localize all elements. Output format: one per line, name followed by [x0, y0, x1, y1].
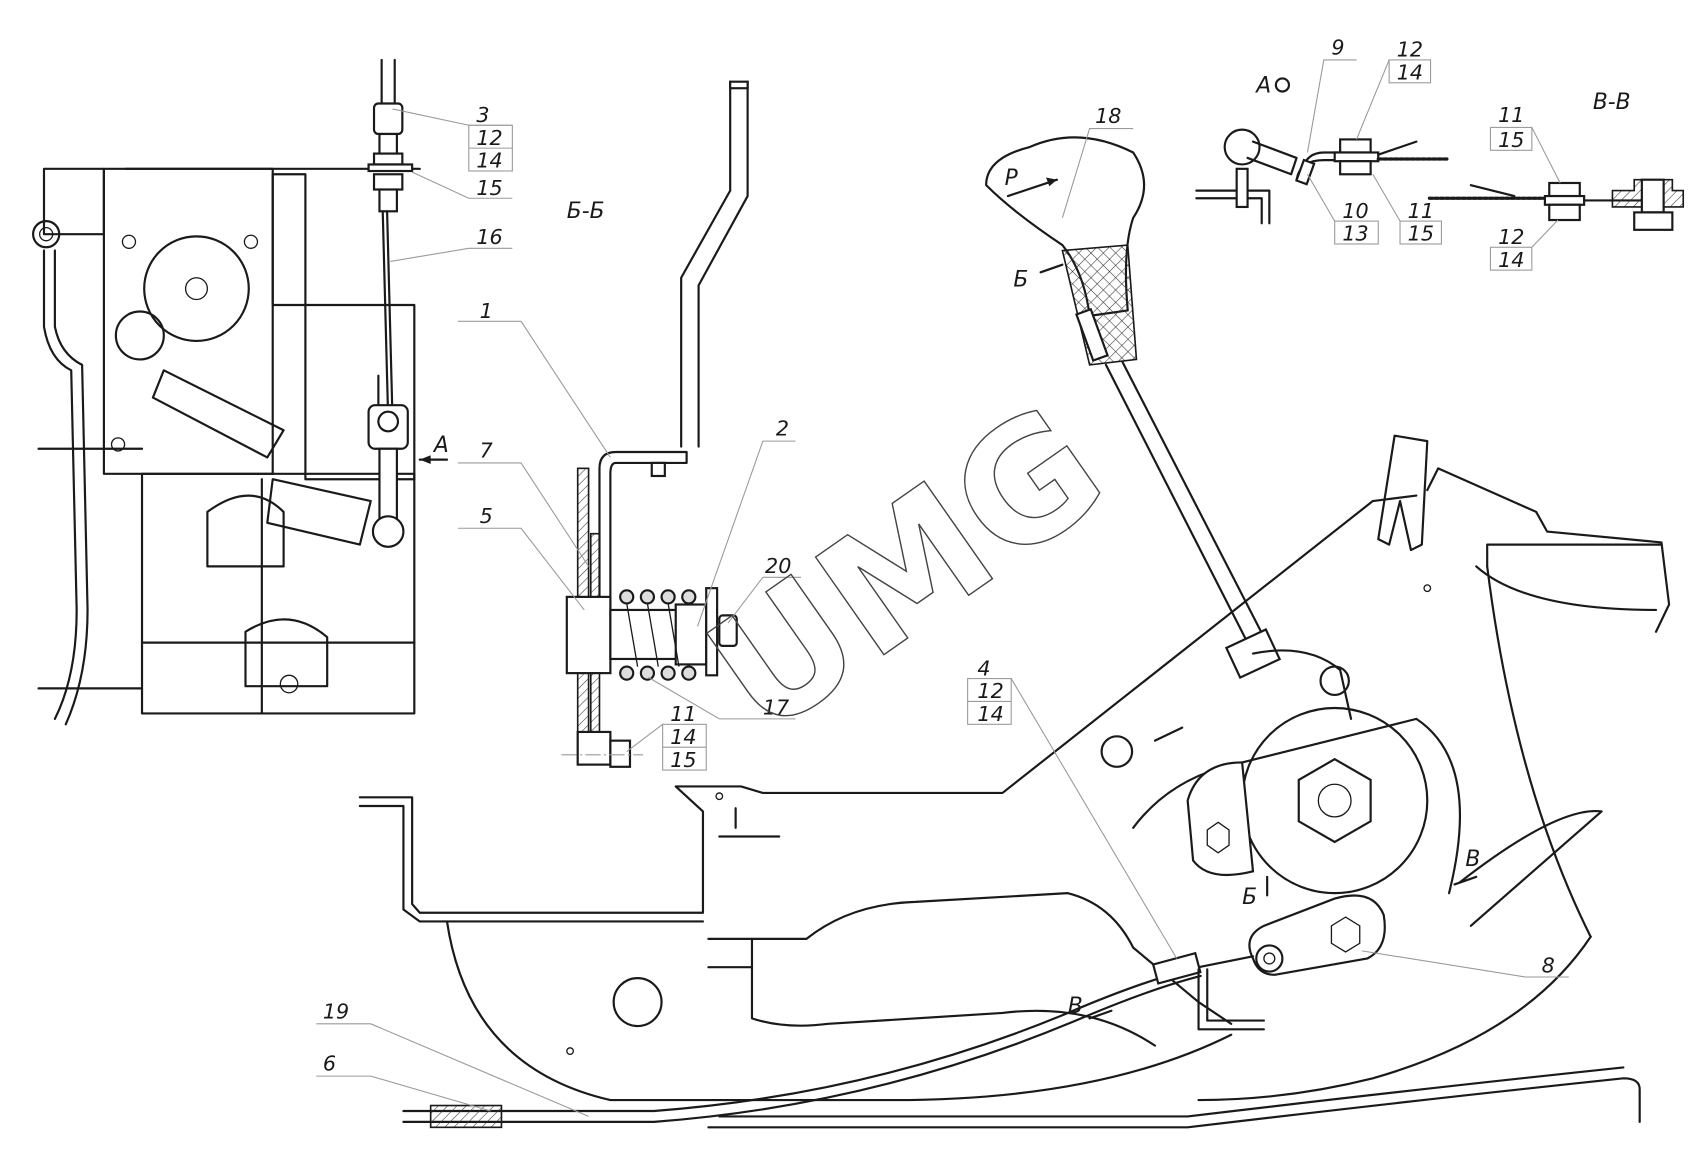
callout-label: 5 — [480, 504, 493, 528]
callout-20: 20 — [727, 554, 801, 624]
callout-label: 17 — [763, 696, 789, 720]
view-a-detail — [1195, 128, 1451, 225]
throttle-cable-top — [367, 58, 414, 548]
callout-1: 1 — [457, 299, 611, 458]
callout-label: 10 — [1342, 199, 1368, 223]
callout-11-14-15: 11 14 15 — [626, 702, 707, 772]
callout-label: 2 — [776, 417, 789, 441]
umg-watermark: UMG — [675, 368, 1138, 772]
callout-7: 7 — [457, 438, 590, 567]
callout-label: 12 — [1397, 38, 1423, 62]
callout-10-13: 10 13 — [1306, 173, 1379, 246]
carburetor-assembly — [32, 167, 421, 726]
callout-label: 6 — [323, 1052, 336, 1076]
callout-label: 15 — [1498, 128, 1524, 152]
spring-coils — [619, 589, 697, 681]
callout-label: 19 — [323, 999, 349, 1023]
callout-label: 14 — [1397, 61, 1423, 85]
callout-label: 1 — [480, 299, 493, 323]
callout-5: 5 — [457, 504, 585, 611]
callout-label: 11 — [1408, 199, 1434, 223]
cut-b-bottom-label: Б — [1242, 885, 1257, 910]
callout-label: 14 — [977, 702, 1003, 726]
callout-2: 2 — [696, 417, 796, 627]
callout-15-top: 15 — [411, 171, 513, 200]
callout-label: 3 — [476, 103, 489, 127]
callout-9: 9 — [1306, 35, 1357, 153]
callout-8: 8 — [1361, 950, 1569, 978]
callout-17: 17 — [648, 677, 796, 720]
callout-label: 13 — [1342, 222, 1368, 246]
section-b-b-title: Б-Б — [567, 199, 605, 224]
callout-label: 15 — [1408, 222, 1434, 246]
mounting-bracket — [358, 434, 1671, 1102]
callout-label: 15 — [670, 748, 696, 772]
cut-v-bottom-label: В — [1068, 994, 1083, 1019]
callout-label: 11 — [1498, 103, 1524, 127]
cut-v-top-label: В — [1465, 847, 1480, 872]
view-a-title: A — [1254, 74, 1271, 99]
callout-18: 18 — [1061, 104, 1134, 218]
watermark-text: UMG — [676, 369, 1137, 772]
section-v-v-detail — [1427, 178, 1685, 231]
callout-label: 20 — [765, 554, 791, 578]
callout-label: 12 — [977, 679, 1003, 703]
callout-19: 19 — [316, 999, 589, 1117]
knob-mark-p: P — [1005, 166, 1019, 191]
callout-label: 18 — [1095, 104, 1121, 128]
callout-12-14-top: 12 14 — [1355, 38, 1432, 140]
callout-label: 12 — [476, 126, 502, 150]
view-a-arrow: A — [418, 433, 449, 464]
gear-shift-lever: P Б Б В — [985, 136, 1480, 976]
section-v-v-title: В-В — [1593, 90, 1631, 115]
arrow-a-label: A — [432, 433, 449, 458]
rotation-icon — [1274, 77, 1291, 93]
callout-4-12-14: 4 12 14 — [967, 656, 1178, 959]
callout-label: 7 — [480, 438, 493, 462]
callout-label: 12 — [1498, 225, 1524, 249]
callout-label: 14 — [476, 149, 502, 173]
callout-11-15-vv: 11 15 — [1489, 103, 1561, 184]
callout-label: 15 — [476, 176, 502, 200]
callout-3-12-14: 3 12 14 — [392, 103, 513, 173]
callout-label: 14 — [1498, 248, 1524, 272]
shift-lever-rod — [561, 80, 749, 768]
callout-16: 16 — [390, 225, 513, 262]
callout-6: 6 — [316, 1052, 491, 1112]
shift-cable: В — [402, 951, 1641, 1129]
callout-12-14-vv: 12 14 — [1489, 219, 1559, 272]
callout-label: 9 — [1331, 35, 1344, 59]
callout-label: 4 — [977, 656, 990, 680]
callout-label: 16 — [476, 225, 502, 249]
callout-11-15-a: 11 15 — [1372, 173, 1442, 246]
callout-label: 11 — [670, 702, 696, 726]
callout-label: 8 — [1542, 954, 1555, 978]
callout-label: 14 — [670, 725, 696, 749]
cut-b-top-label: Б — [1013, 267, 1028, 292]
